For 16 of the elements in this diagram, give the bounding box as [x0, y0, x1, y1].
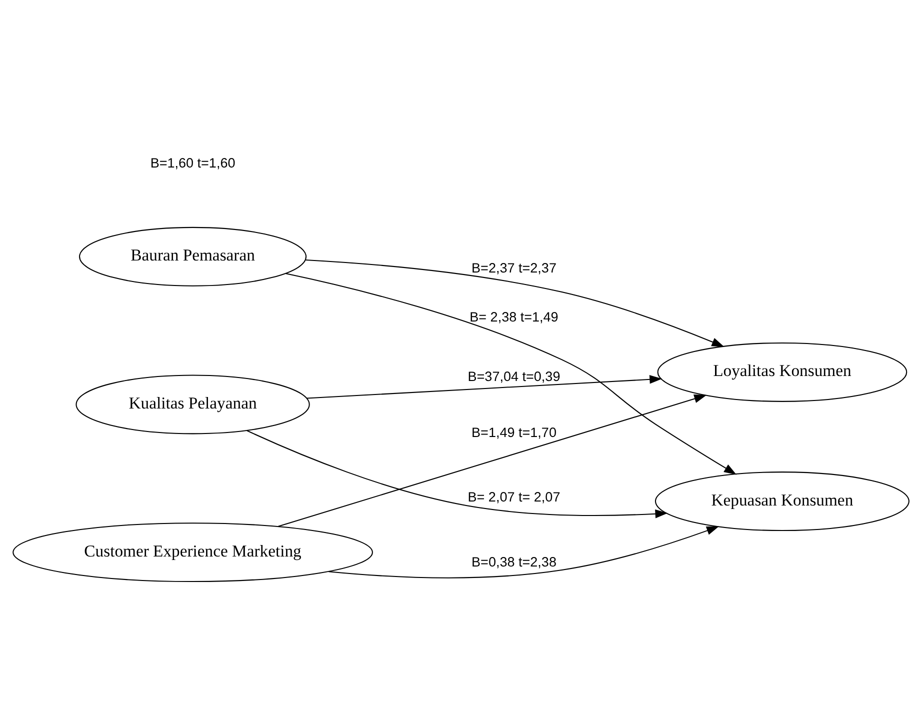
edge-label: B= 2,07 t= 2,07: [467, 490, 560, 505]
arrow: [328, 526, 719, 578]
arrow: [285, 273, 736, 475]
edge-label: B=2,37 t=2,37: [471, 260, 556, 276]
arrow: [246, 430, 668, 518]
node-ellipse: Kualitas Pelayanan: [75, 374, 310, 434]
node-ellipse: Bauran Pemasaran: [78, 226, 306, 286]
arrow: [306, 375, 662, 399]
edge-label: B=0,38 t=2,38: [471, 554, 556, 570]
label: B=1,60 t=1,60: [150, 156, 235, 171]
node-ellipse: Customer Experience Marketing: [12, 522, 372, 582]
edge-label: B=1,49 t=1,70: [471, 425, 556, 440]
edge-label: B=37,04 t=0,39: [467, 368, 560, 384]
edge-label: B= 2,38 t=1,49: [469, 310, 558, 325]
arrow: [278, 394, 706, 527]
arrow: [305, 259, 724, 347]
